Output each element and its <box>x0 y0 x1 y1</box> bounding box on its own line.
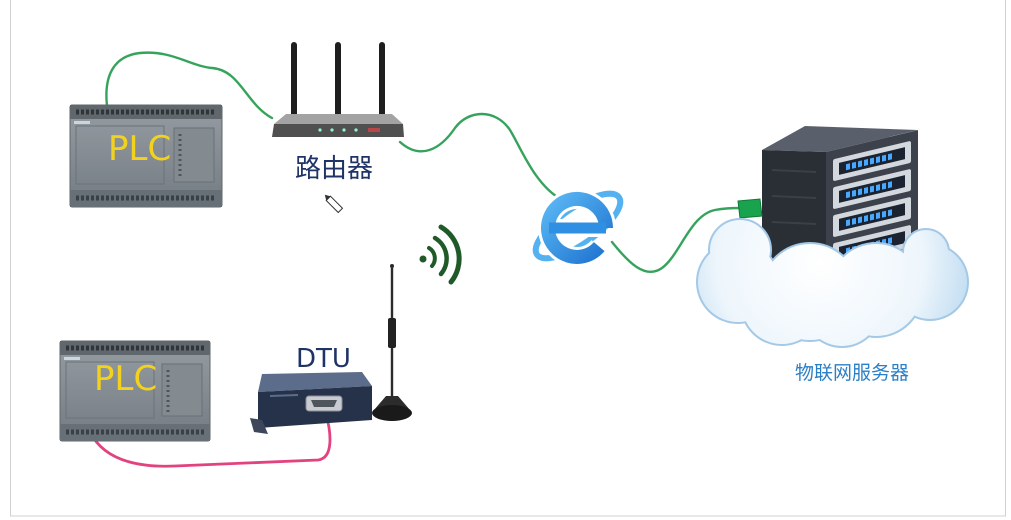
server-side-vent <box>771 169 817 173</box>
cloud-puff <box>893 245 967 319</box>
plc-terminal-strip-top <box>60 341 210 355</box>
plc-icon: PLC <box>59 340 211 442</box>
plc-icon: PLC <box>69 104 223 208</box>
router-led <box>318 128 322 132</box>
dtu-icon <box>250 372 372 434</box>
plc-label: PLC <box>94 359 157 399</box>
image-frame <box>10 0 1006 517</box>
wifi-signal-arc-medium <box>432 235 449 277</box>
router-led <box>354 128 358 132</box>
router-led <box>342 128 346 132</box>
internet-e-letter <box>541 191 613 264</box>
dtu-serial-pins <box>311 400 337 407</box>
router-antenna-middle <box>335 42 341 122</box>
server-bay-lights <box>846 209 892 227</box>
router-antenna-right <box>379 42 385 122</box>
server-side-vent <box>771 221 817 225</box>
antenna-coil <box>388 318 396 348</box>
wifi-signal-dot <box>419 255 427 263</box>
cloud-fill <box>698 220 967 346</box>
server-icon <box>762 126 918 280</box>
plc-front-panel <box>75 125 165 185</box>
antenna-tip <box>390 264 394 268</box>
server-label: 物联网服务器 <box>795 362 909 384</box>
pen-cursor-body <box>325 195 344 214</box>
antenna-icon <box>372 264 412 421</box>
router-antenna-left <box>291 42 297 122</box>
dtu-indicator-strip <box>269 394 299 397</box>
plc-terminal-strip-bottom <box>60 424 210 441</box>
ethernet-cable-plc-router <box>105 51 274 120</box>
router-top-face <box>274 114 403 124</box>
plc-label: PLC <box>108 129 171 169</box>
server-bay <box>833 169 911 209</box>
plc-front-panel <box>65 361 155 419</box>
ethernet-cable-router-internet <box>398 112 564 202</box>
dtu-label: DTU <box>296 344 351 374</box>
server-bay <box>833 197 911 237</box>
pen-cursor-icon <box>324 194 344 214</box>
ethernet-cable-internet-server <box>610 206 742 274</box>
server-top-face <box>762 126 918 152</box>
wifi-signal-arc-large <box>438 224 462 285</box>
cloud-icon <box>696 218 969 348</box>
router-front-face <box>272 124 404 137</box>
wifi-signal-icon <box>419 224 462 285</box>
internet-explorer-icon <box>532 188 624 267</box>
server-bay <box>833 141 911 181</box>
router-led <box>330 128 334 132</box>
wifi-signal-arc-small <box>427 246 437 268</box>
serial-cable-plc-dtu <box>88 412 332 468</box>
dtu-top-face <box>258 372 372 392</box>
router-icon: 路由器 <box>272 42 404 184</box>
pen-cursor-tip <box>324 194 331 201</box>
router-port-indicator <box>368 128 380 132</box>
antenna-base <box>372 405 412 421</box>
server-network-connector <box>737 198 763 219</box>
router-label: 路由器 <box>295 154 373 184</box>
plc-brand-mark <box>64 357 80 360</box>
plc-brand-mark <box>74 121 90 124</box>
server-front-face <box>826 130 918 280</box>
server-side-vent <box>771 195 817 199</box>
dtu-mounting-tab <box>250 418 268 434</box>
server-bay-lights <box>846 153 892 171</box>
server-bay-lights <box>846 181 892 199</box>
